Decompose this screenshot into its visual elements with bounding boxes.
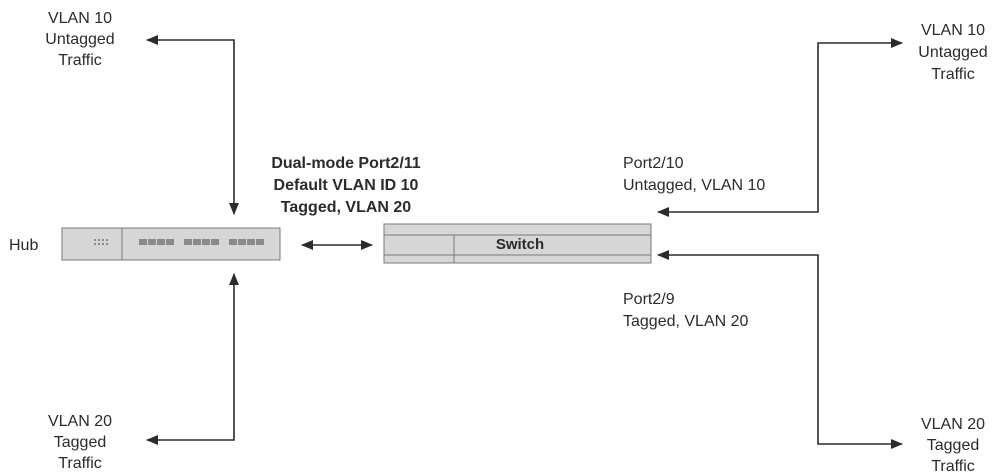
- switch-vlan10-arrow: [657, 38, 903, 217]
- svg-text:Untagged, VLAN 10: Untagged, VLAN 10: [623, 177, 765, 194]
- svg-text:Default VLAN ID 10: Default VLAN ID 10: [274, 177, 419, 194]
- switch-chassis: [383, 223, 652, 264]
- svg-text:Port2/10: Port2/10: [623, 155, 684, 172]
- port-2-9-label: Port2/9 Tagged, VLAN 20: [623, 291, 749, 330]
- switch-vlan20-arrow: [657, 250, 903, 449]
- hub-vlan10-arrow: [146, 35, 239, 215]
- svg-text:VLAN 20: VLAN 20: [921, 416, 985, 433]
- svg-text:VLAN 10: VLAN 10: [48, 10, 112, 27]
- svg-text:Untagged: Untagged: [918, 44, 987, 61]
- svg-text:Traffic: Traffic: [58, 455, 102, 472]
- svg-text:Traffic: Traffic: [931, 458, 975, 475]
- switch-device: [383, 223, 652, 264]
- hub-label: Hub: [9, 237, 38, 254]
- port-2-10-label: Port2/10 Untagged, VLAN 10: [623, 155, 765, 194]
- hub-vlan20-label: VLAN 20 Tagged Traffic: [48, 413, 112, 472]
- switch-vlan20-label: VLAN 20 Tagged Traffic: [921, 416, 985, 475]
- hub-led-icon: [94, 239, 108, 245]
- svg-text:Tagged: Tagged: [927, 437, 980, 454]
- svg-text:Port2/9: Port2/9: [623, 291, 675, 308]
- hub-ports-icon: [139, 239, 264, 245]
- svg-text:Untagged: Untagged: [45, 31, 114, 48]
- svg-text:Dual-mode Port2/11: Dual-mode Port2/11: [271, 155, 420, 172]
- svg-text:Traffic: Traffic: [58, 52, 102, 69]
- hub-device: [61, 227, 281, 261]
- hub-vlan20-arrow: [146, 273, 239, 445]
- switch-label: Switch: [496, 236, 544, 253]
- dual-mode-port-label: Dual-mode Port2/11 Default VLAN ID 10 Ta…: [271, 155, 420, 216]
- svg-text:VLAN 20: VLAN 20: [48, 413, 112, 430]
- svg-text:VLAN 10: VLAN 10: [921, 22, 985, 39]
- svg-text:Tagged, VLAN 20: Tagged, VLAN 20: [623, 313, 749, 330]
- svg-text:Tagged: Tagged: [54, 434, 107, 451]
- svg-text:Tagged, VLAN 20: Tagged, VLAN 20: [281, 199, 411, 216]
- svg-text:Traffic: Traffic: [931, 66, 975, 83]
- hub-vlan10-label: VLAN 10 Untagged Traffic: [45, 10, 114, 69]
- switch-vlan10-label: VLAN 10 Untagged Traffic: [918, 22, 987, 83]
